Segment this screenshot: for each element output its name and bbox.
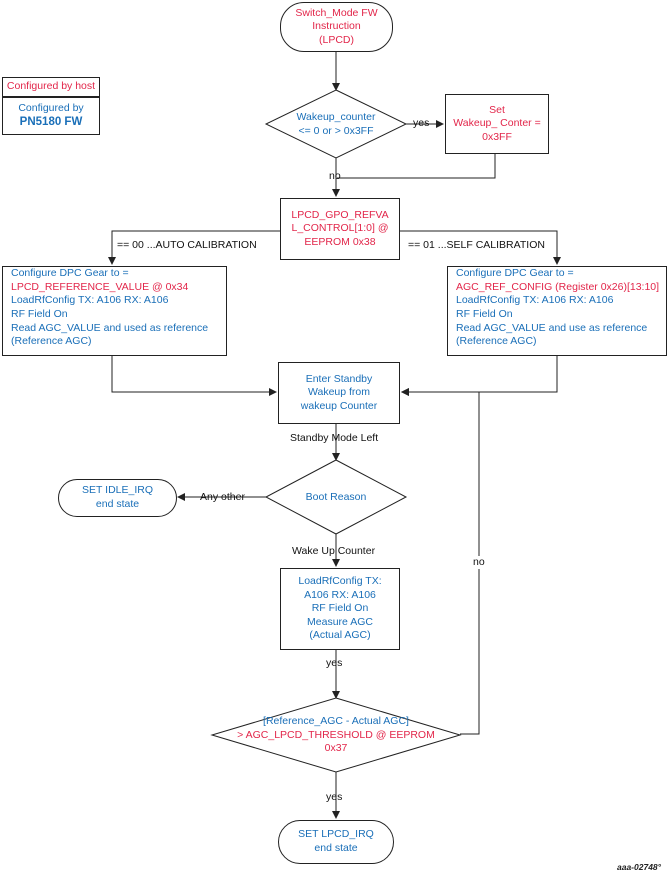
measure-line4: Measure AGC [307, 615, 373, 628]
boot-reason-label: Boot Reason [305, 491, 367, 503]
idle-line2: end state [95, 498, 140, 510]
lpcd-line2: end state [314, 842, 358, 854]
enter-standby-box: Enter Standby Wakeup from wakeup Counter [278, 362, 400, 424]
set-wakeup-line1: Set [489, 103, 505, 116]
self-line4: RF Field On [456, 307, 513, 320]
threshold-line3: 0x37 [324, 742, 348, 755]
edge-label-yes-threshold: yes [326, 791, 343, 803]
standby-line1: Enter Standby [305, 372, 373, 385]
measure-line2: A106 RX: A106 [304, 588, 376, 601]
boot-reason-text: Boot Reason [266, 491, 406, 505]
auto-line3: LoadRfConfig TX: A106 RX: A106 [11, 294, 169, 307]
start-terminal: Switch_Mode FW Instruction (LPCD) [280, 2, 393, 52]
gpo-line3: EEPROM 0x38 [304, 235, 376, 248]
measure-agc-box: LoadRfConfig TX: A106 RX: A106 RF Field … [280, 568, 400, 650]
threshold-line1: [Reference_AGC - Actual AGC] [263, 715, 409, 727]
set-wakeup-line3: 0x3FF [482, 130, 512, 143]
lpcd-line1: SET LPCD_IRQ [298, 828, 374, 841]
threshold-line2: > AGC_LPCD_THRESHOLD @ EEPROM [237, 728, 435, 741]
edge-label-self-calibration: == 01 ...SELF CALIBRATION [408, 239, 545, 251]
boot-reason-decision-shape [264, 459, 408, 535]
legend-fw-line2: PN5180 FW [19, 116, 83, 129]
edge-label-standby-left: Standby Mode Left [290, 432, 379, 444]
edge-label-yes-wakeup: yes [413, 117, 430, 129]
gpo-line1: LPCD_GPO_REFVA [291, 208, 389, 221]
wakeup-decision-text: Wakeup_counter <= 0 or > 0x3FF [266, 111, 406, 138]
self-line3: LoadRfConfig TX: A106 RX: A106 [456, 294, 614, 307]
legend-host-box: Configured by host [2, 77, 100, 97]
idle-irq-terminal: SET IDLE_IRQ end state [58, 479, 177, 517]
measure-line3: RF Field On [311, 602, 369, 615]
self-calibration-box: Configure DPC Gear to = AGC_REF_CONFIG (… [447, 266, 667, 356]
auto-line2: LPCD_REFERENCE_VALUE @ 0x34 [11, 280, 189, 293]
figure-id: aaa-02748° [617, 862, 662, 872]
standby-line2: Wakeup from [307, 386, 371, 399]
edge-label-wake-up-counter: Wake Up Counter [292, 545, 376, 557]
measure-line5: (Actual AGC) [309, 629, 371, 642]
threshold-decision-text: [Reference_AGC - Actual AGC] > AGC_LPCD_… [212, 715, 460, 756]
lpcd-irq-terminal: SET LPCD_IRQ end state [278, 820, 394, 864]
edge-label-yes-measure: yes [326, 657, 343, 669]
legend-fw-box: Configured by PN5180 FW [2, 97, 100, 135]
idle-line1: SET IDLE_IRQ [82, 484, 153, 497]
gpo-line2: L_CONTROL[1:0] @ [291, 222, 389, 235]
threshold-decision-shape [210, 697, 462, 773]
set-wakeup-line2: Wakeup_ Conter = [453, 117, 541, 130]
auto-line1: Configure DPC Gear to = [11, 267, 129, 279]
measure-line1: LoadRfConfig TX: [298, 574, 382, 587]
wakeup-decision-line1: Wakeup_counter [296, 111, 376, 123]
edge-label-no-wakeup: no [329, 170, 341, 182]
gpo-refval-box: LPCD_GPO_REFVA L_CONTROL[1:0] @ EEPROM 0… [280, 198, 400, 260]
auto-calibration-box: Configure DPC Gear to = LPCD_REFERENCE_V… [2, 266, 227, 356]
edge-label-no-threshold: no [473, 556, 485, 569]
self-line5: Read AGC_VALUE and use as reference [456, 321, 648, 334]
start-line2: Instruction [312, 20, 361, 33]
self-line6: (Reference AGC) [456, 335, 537, 348]
auto-line6: (Reference AGC) [11, 335, 92, 348]
edge-label-any-other: Any other [200, 491, 245, 503]
legend-host-label: Configured by host [6, 80, 96, 93]
standby-line3: wakeup Counter [300, 399, 378, 412]
edge-label-auto-calibration: == 00 ...AUTO CALIBRATION [117, 239, 257, 251]
wakeup-decision-line2: <= 0 or > 0x3FF [298, 124, 374, 137]
auto-line5: Read AGC_VALUE and used as reference [11, 321, 209, 334]
legend-fw-line1: Configured by [18, 101, 84, 114]
start-line3: (LPCD) [318, 33, 354, 46]
self-line1: Configure DPC Gear to = [456, 267, 574, 279]
auto-line4: RF Field On [11, 307, 68, 320]
set-wakeup-box: Set Wakeup_ Conter = 0x3FF [445, 94, 549, 154]
wakeup-decision-shape [264, 89, 408, 159]
start-line1: Switch_Mode FW [295, 6, 378, 19]
self-line2: AGC_REF_CONFIG (Register 0x26)[13:10] [456, 280, 660, 293]
